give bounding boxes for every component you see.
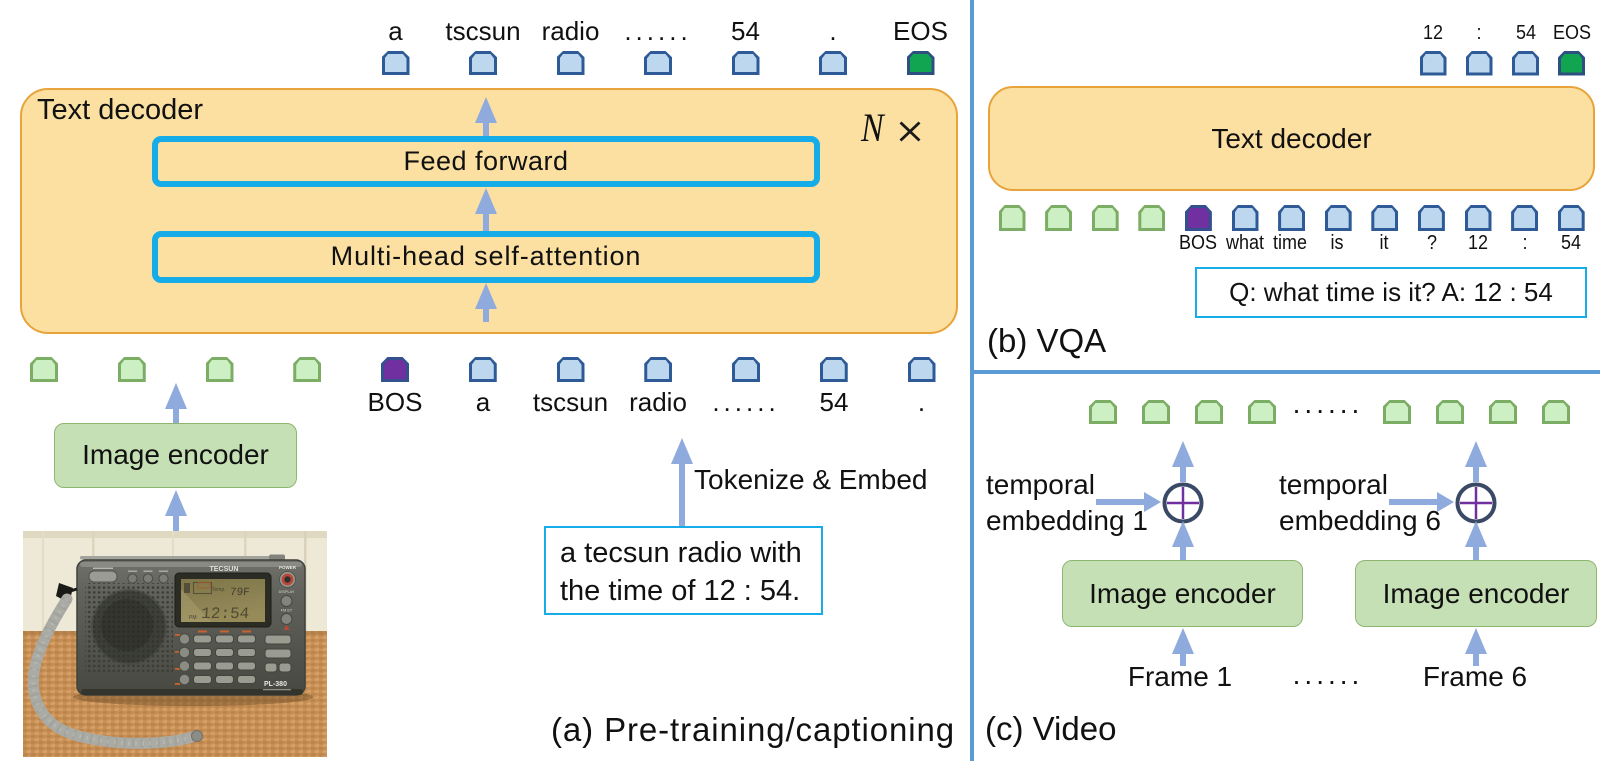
svg-text:PL-380: PL-380 <box>264 681 287 688</box>
svg-text:79F: 79F <box>229 587 250 599</box>
svg-text:12:54: 12:54 <box>201 605 250 623</box>
svg-text:PM: PM <box>189 615 197 621</box>
svg-text:FM ET: FM ET <box>281 609 293 613</box>
svg-text:TECSUN: TECSUN <box>210 564 239 573</box>
svg-text:Temp.: Temp. <box>212 587 226 593</box>
svg-text:DISPLAY: DISPLAY <box>279 590 295 594</box>
svg-text:POWER: POWER <box>279 565 297 570</box>
